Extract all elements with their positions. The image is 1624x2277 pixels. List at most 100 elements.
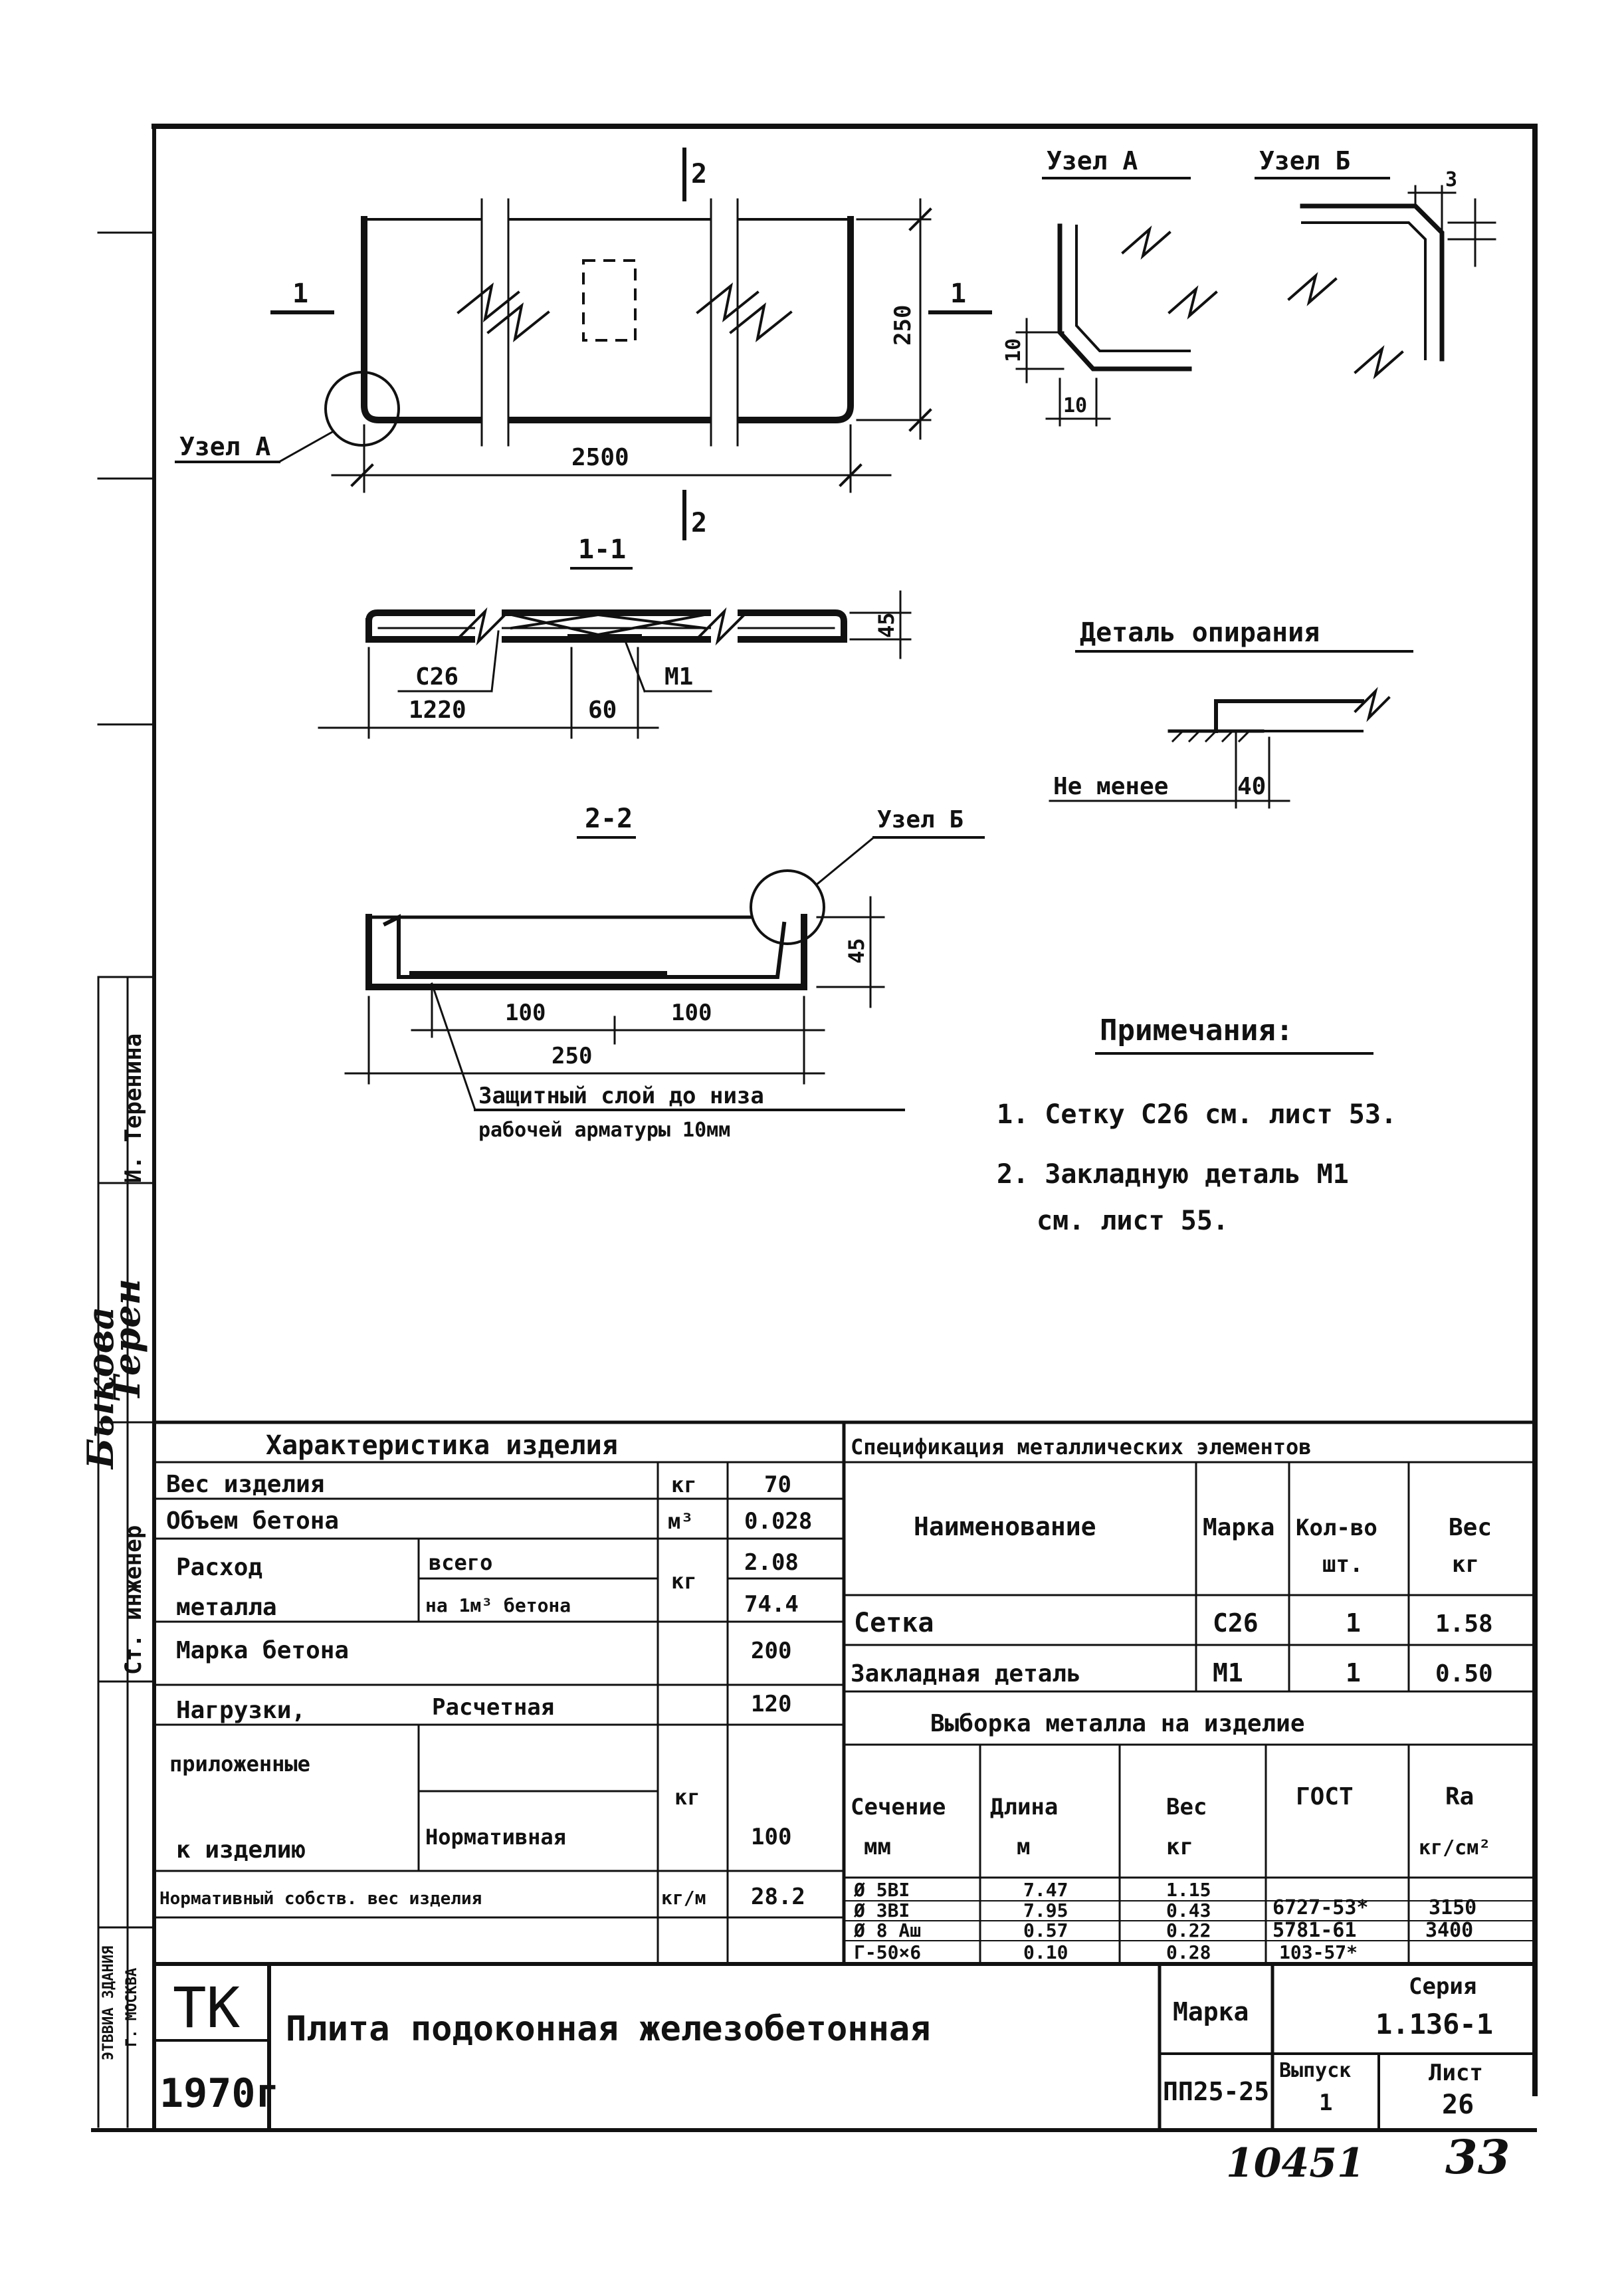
section-1-1-label-s26: С26 <box>415 663 458 691</box>
char-row-metal-total-label: всего <box>429 1550 492 1575</box>
char-row-normative-weight-value: 28.2 <box>751 1884 805 1910</box>
side-stamp: Ст. инженер И. Теренина Терен Быкова ЭТВ… <box>79 1033 148 2060</box>
title-block-mark: ПП25-25 <box>1163 2077 1269 2106</box>
section-1-1-title: 1-1 <box>578 534 626 565</box>
section-2-2-dim-100-left: 100 <box>505 1000 546 1026</box>
metal-header-ra-unit: кг/см² <box>1419 1836 1490 1860</box>
node-b-dim-3: 3 <box>1445 168 1457 191</box>
metal-row-1-weight: 1.15 <box>1166 1879 1211 1901</box>
metal-row-1-section: Ø 5BI <box>853 1879 910 1901</box>
side-signature-1: Терен <box>106 1279 148 1402</box>
spec-header-weight-unit: кг <box>1452 1551 1479 1578</box>
metal-row-2-length: 7.95 <box>1023 1899 1068 1921</box>
plan-section-mark-2-top: 2 <box>691 159 707 189</box>
notes-block: Примечания: 1. Сетку С26 см. лист 53. 2.… <box>997 1014 1397 1236</box>
sheet-frame <box>91 124 1538 2132</box>
char-row-normative-weight-name: Нормативный собств. вес изделия <box>159 1889 482 1909</box>
metal-row-3-section: Ø 8 Aш <box>853 1919 921 1941</box>
metal-row-2-gost: 6727-53* <box>1272 1896 1369 1919</box>
title-block-series: 1.136-1 <box>1375 2008 1493 2040</box>
title-block-series-label: Серия <box>1409 1973 1476 2000</box>
support-dim-40: 40 <box>1237 773 1266 800</box>
spec-row-2-name: Закладная деталь <box>851 1660 1081 1687</box>
spec-header-weight: Вес <box>1449 1514 1492 1541</box>
support-detail: Деталь опирания Не менее 40 <box>1049 617 1413 809</box>
metal-row-3-gost: 5781-61 <box>1272 1919 1356 1942</box>
spec-row-2-weight: 0.50 <box>1435 1660 1493 1687</box>
metal-header-section-unit: мм <box>864 1834 891 1860</box>
spec-row-1-qty: 1 <box>1346 1608 1361 1638</box>
title-block-issue-label: Выпуск <box>1279 2059 1351 2082</box>
specification-title: Спецификация металлических элементов <box>851 1434 1312 1460</box>
metal-title: Выборка металла на изделие <box>930 1710 1305 1737</box>
section-1-1-dim-45: 45 <box>874 612 899 638</box>
metal-header-section: Сечение <box>851 1794 946 1820</box>
spec-row-1-mark: С26 <box>1213 1608 1259 1638</box>
note-1: 1. Сетку С26 см. лист 53. <box>997 1099 1397 1130</box>
side-col-b: Г. МОСКВА <box>124 1968 140 2047</box>
tables-grid <box>152 1420 1537 2129</box>
section-2-2-dim-100-right: 100 <box>671 1000 712 1026</box>
inventory-number: 10451 <box>1226 2140 1365 2187</box>
metal-header-gost: ГОСТ <box>1296 1783 1354 1810</box>
characteristics-title: Характеристика изделия <box>266 1430 618 1461</box>
metal-row-3-length: 0.57 <box>1023 1919 1068 1941</box>
char-row-concrete-grade-value: 200 <box>751 1638 791 1664</box>
node-b-title: Узел Б <box>1259 146 1350 175</box>
section-2-2-title: 2-2 <box>585 804 633 834</box>
page-number: 33 <box>1445 2129 1510 2185</box>
title-block-issue: 1 <box>1319 2090 1332 2116</box>
metal-row-4-section: Г-50×6 <box>854 1941 921 1963</box>
plan-dim-2500: 2500 <box>571 444 629 471</box>
char-row-volume-name: Объем бетона <box>166 1507 339 1535</box>
metal-row-2-weight: 0.43 <box>1166 1899 1211 1921</box>
section-1-1-label-m1: М1 <box>664 663 693 691</box>
note-2-continued: см. лист 55. <box>1037 1206 1229 1236</box>
char-row-weight-value: 70 <box>764 1471 791 1498</box>
title-block-title: Плита подоконная железобетонная <box>286 2009 931 2049</box>
support-not-less: Не менее <box>1053 773 1168 800</box>
metal-row-1-length: 7.47 <box>1023 1879 1068 1901</box>
section-2-2-node-b: Узел Б <box>877 806 964 833</box>
plan-view: 2 2 1 1 2500 250 Узел А <box>175 148 992 540</box>
char-row-metal-per-m3-value: 74.4 <box>744 1591 799 1618</box>
plan-dim-250: 250 <box>890 305 916 346</box>
char-row-loads-normative-value: 100 <box>751 1824 791 1850</box>
metal-header-ra: Ra <box>1445 1783 1474 1810</box>
spec-row-2-mark: М1 <box>1213 1658 1243 1687</box>
plan-node-a-label: Узел А <box>179 432 270 461</box>
section-2-2-dim-45: 45 <box>844 938 869 964</box>
char-row-loads-name-3: к изделию <box>176 1836 306 1864</box>
side-role-1: Ст. инженер <box>120 1525 147 1675</box>
section-1-1: 1-1 45 С26 М1 1220 60 <box>318 534 912 739</box>
char-row-metal-per-m3-label: на 1м³ бетона <box>425 1594 571 1616</box>
side-col-a: ЭТВВИА ЗДАНИЯ <box>100 1946 117 2060</box>
char-row-weight-unit: кг <box>671 1472 697 1497</box>
char-row-loads-name-1: Нагрузки, <box>176 1697 306 1724</box>
characteristics-table: Характеристика изделия Вес изделия кг 70… <box>159 1430 812 1910</box>
char-row-metal-name-1: Расход <box>176 1554 262 1581</box>
spec-header-qty: Кол-во <box>1296 1515 1377 1541</box>
side-name-1: И. Теренина <box>120 1033 147 1183</box>
char-row-volume-unit: м³ <box>668 1509 694 1534</box>
spec-row-1-name: Сетка <box>854 1608 934 1638</box>
char-row-metal-unit: кг <box>671 1569 697 1594</box>
specification-table: Спецификация металлических элементов Наи… <box>851 1434 1493 1687</box>
metal-row-2-ra: 3150 <box>1429 1896 1476 1919</box>
protective-layer-line-2: рабочей арматуры 10мм <box>478 1119 730 1142</box>
spec-header-qty-unit: шт. <box>1322 1551 1363 1578</box>
metal-row-4-gost: 103-57* <box>1279 1941 1358 1963</box>
node-a-title: Узел А <box>1047 146 1138 175</box>
section-1-1-dim-1220: 1220 <box>409 697 466 724</box>
char-row-volume-value: 0.028 <box>744 1508 812 1535</box>
metal-header-length-unit: м <box>1017 1834 1030 1860</box>
char-row-loads-calculated-value: 120 <box>751 1691 791 1717</box>
spec-row-2-qty: 1 <box>1346 1658 1361 1687</box>
char-row-metal-name-2: металла <box>176 1594 277 1621</box>
metal-row-4-length: 0.10 <box>1023 1941 1068 1963</box>
char-row-concrete-grade-name: Марка бетона <box>176 1637 349 1664</box>
plan-section-mark-1-left: 1 <box>292 278 308 309</box>
title-block-year: 1970г <box>159 2070 280 2117</box>
section-2-2: 2-2 Узел Б 45 100 100 250 Защитный слой … <box>344 804 985 1142</box>
